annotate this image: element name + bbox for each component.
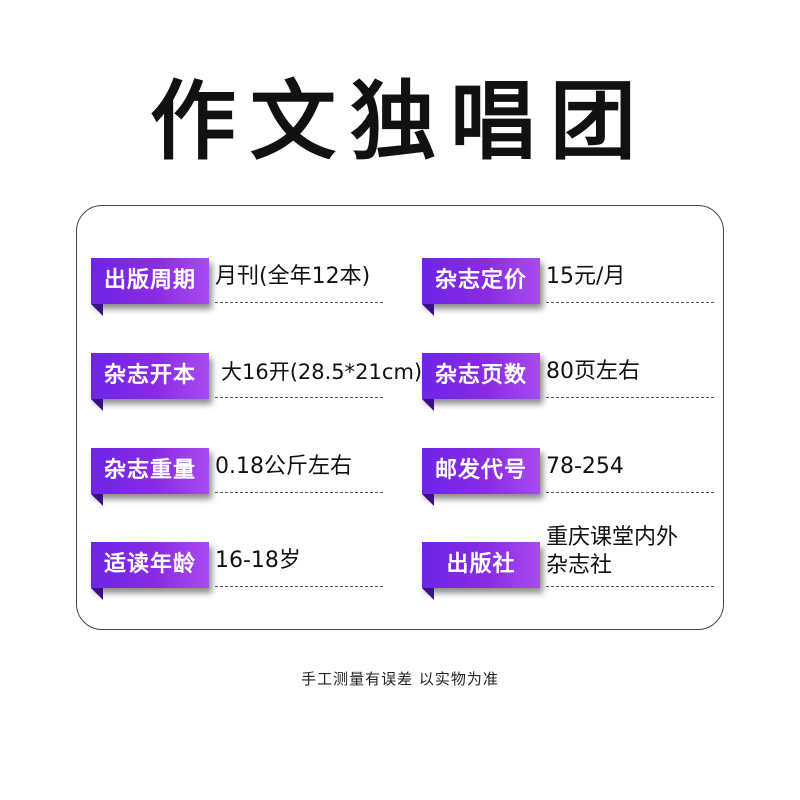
spec-value: 大16开(28.5*21cm) xyxy=(221,360,423,384)
dashed-divider xyxy=(215,302,383,303)
page-title: 作文独唱团 xyxy=(150,72,650,172)
spec-label: 杂志定价 xyxy=(422,258,540,316)
spec-label: 杂志开本 xyxy=(91,353,209,411)
spec-value: 15元/月 xyxy=(546,264,626,289)
dashed-divider xyxy=(546,492,714,493)
spec-value: 0.18公斤左右 xyxy=(215,454,352,479)
spec-label: 杂志重量 xyxy=(91,448,209,506)
dashed-divider xyxy=(546,302,714,303)
spec-value: 78-254 xyxy=(546,454,624,479)
dashed-divider xyxy=(215,492,383,493)
spec-label: 杂志页数 xyxy=(422,353,540,411)
spec-value: 月刊(全年12本) xyxy=(215,264,371,289)
dashed-divider xyxy=(215,397,383,398)
spec-label: 出版周期 xyxy=(91,258,209,316)
spec-label: 出版社 xyxy=(422,542,540,600)
spec-label: 邮发代号 xyxy=(422,448,540,506)
spec-value: 16-18岁 xyxy=(215,548,301,573)
spec-card: 出版周期 月刊(全年12本) 杂志定价 15元/月 杂志开本 大16开(28.5… xyxy=(76,205,724,630)
dashed-divider xyxy=(546,397,714,398)
spec-value: 80页左右 xyxy=(546,359,640,384)
footer-note: 手工测量有误差 以实物为准 xyxy=(301,670,499,688)
spec-label: 适读年龄 xyxy=(91,542,209,600)
spec-value: 重庆课堂内外杂志社 xyxy=(546,525,679,578)
dashed-divider xyxy=(215,586,383,587)
dashed-divider xyxy=(546,586,714,587)
